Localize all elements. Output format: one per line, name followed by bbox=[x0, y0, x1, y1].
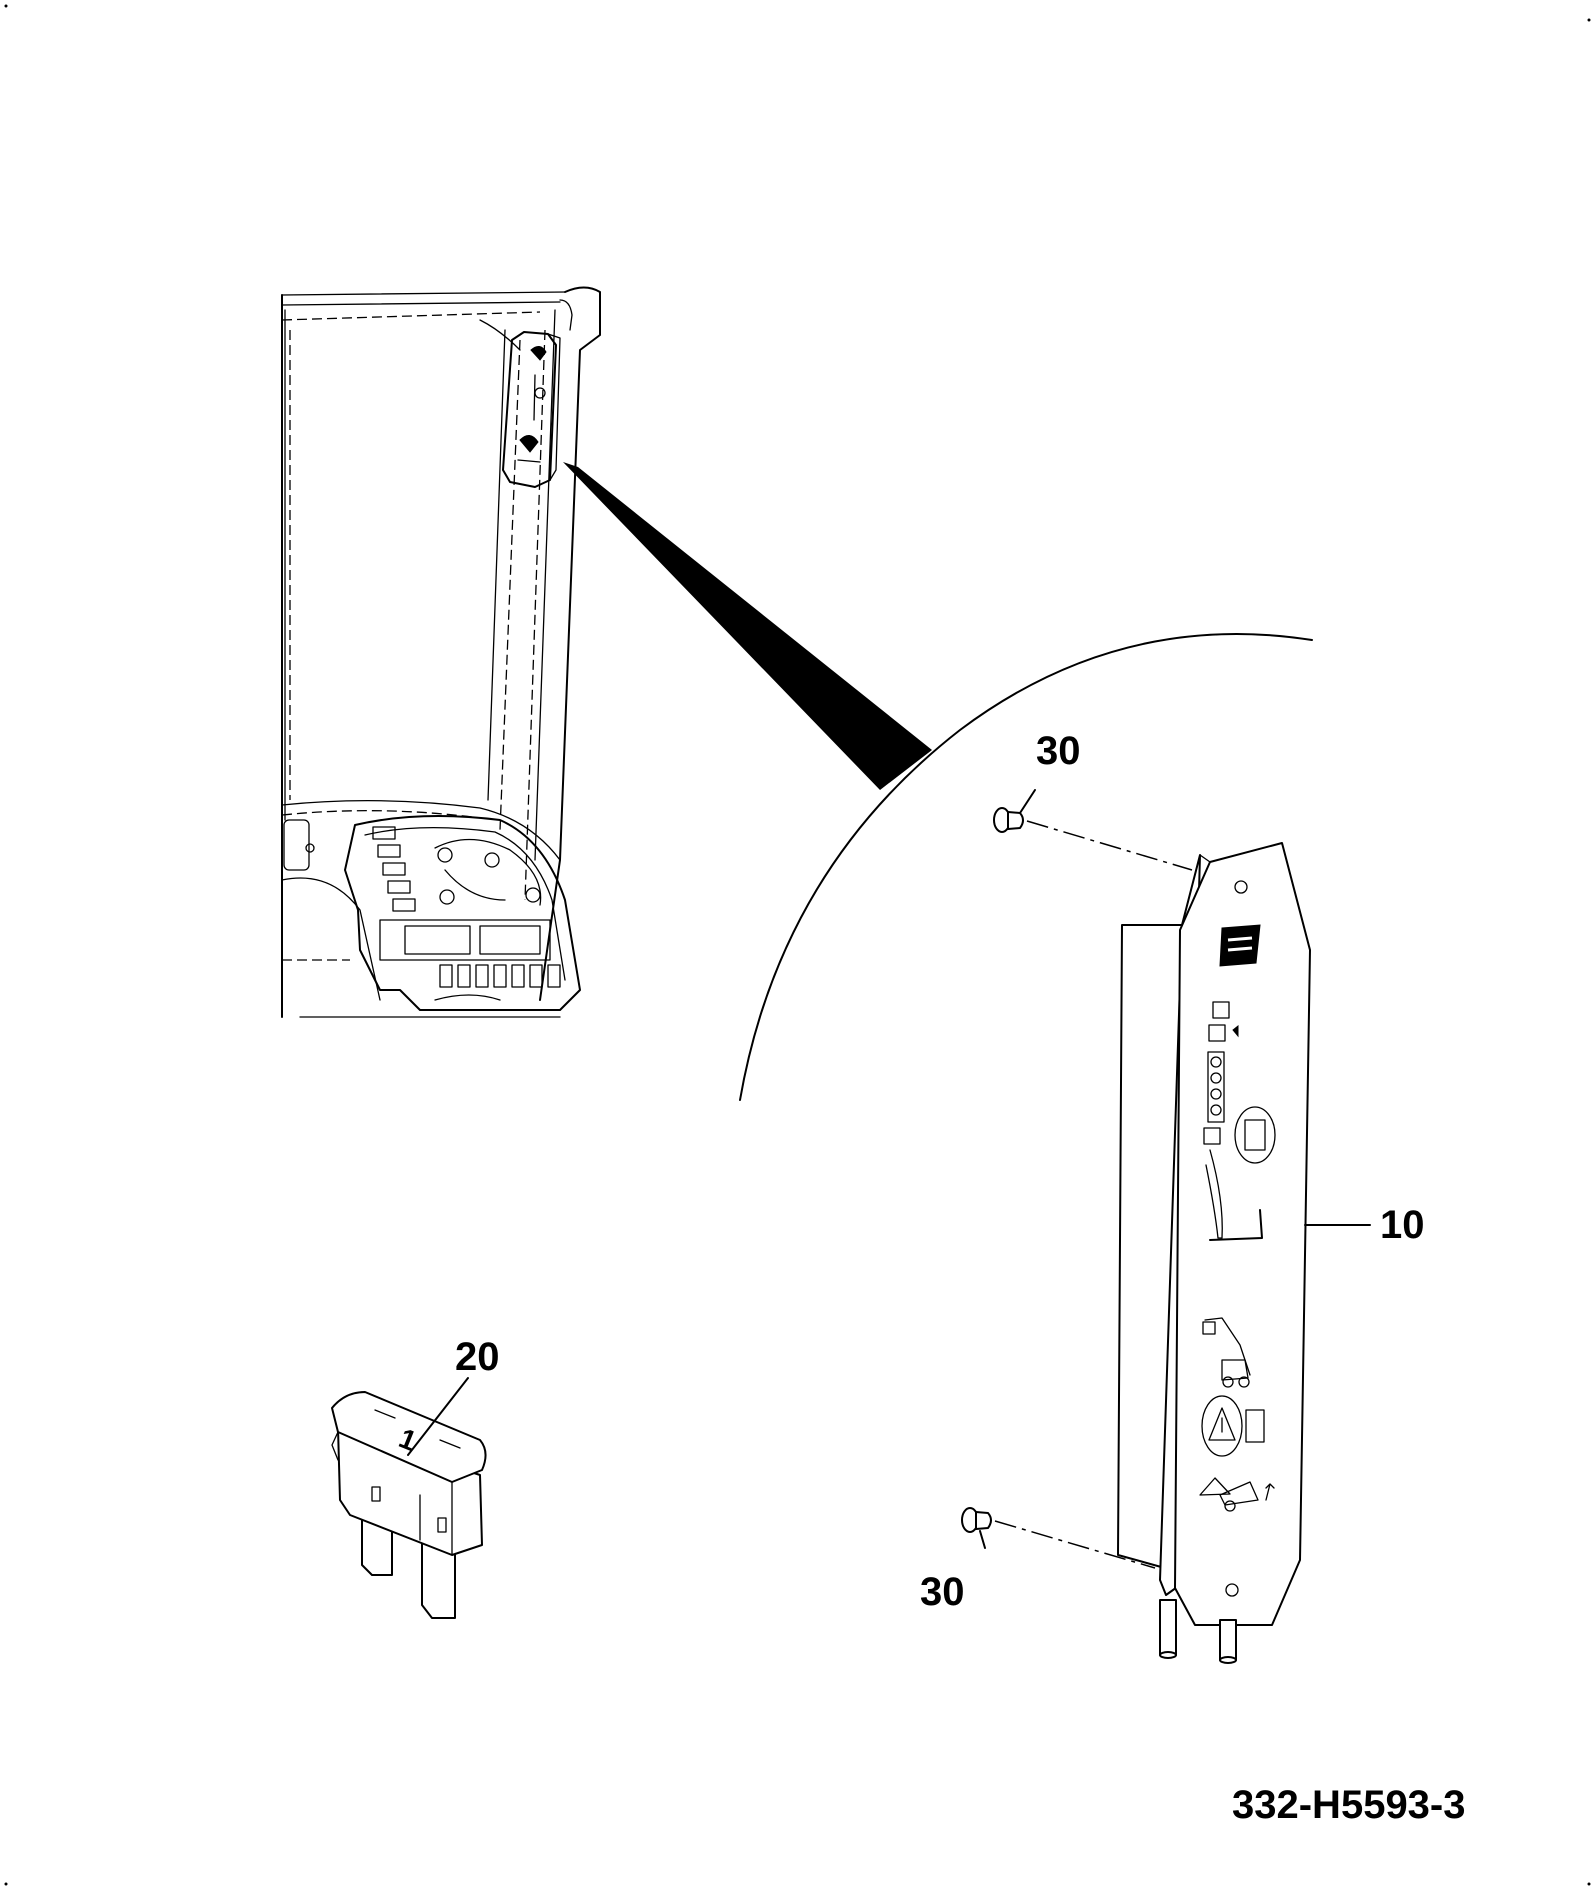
callout-fuse: 20 bbox=[455, 1335, 500, 1379]
screw-bottom bbox=[961, 1507, 1156, 1569]
screw-top bbox=[993, 807, 1193, 871]
detail-circle-arc bbox=[739, 633, 1313, 1101]
cab-overview-inset bbox=[281, 286, 601, 1018]
figure-id: 332-H5593-3 bbox=[1232, 1783, 1466, 1827]
panel-assembly bbox=[1117, 842, 1311, 1664]
callout-screw-bottom: 30 bbox=[920, 1570, 965, 1614]
leader-lines bbox=[407, 789, 1371, 1549]
zoom-pointer bbox=[563, 462, 932, 790]
blade-fuse bbox=[331, 1391, 487, 1619]
callout-screw-top: 30 bbox=[1036, 729, 1081, 773]
corner-marks bbox=[4, 4, 1591, 1886]
callout-panel: 10 bbox=[1380, 1203, 1425, 1247]
